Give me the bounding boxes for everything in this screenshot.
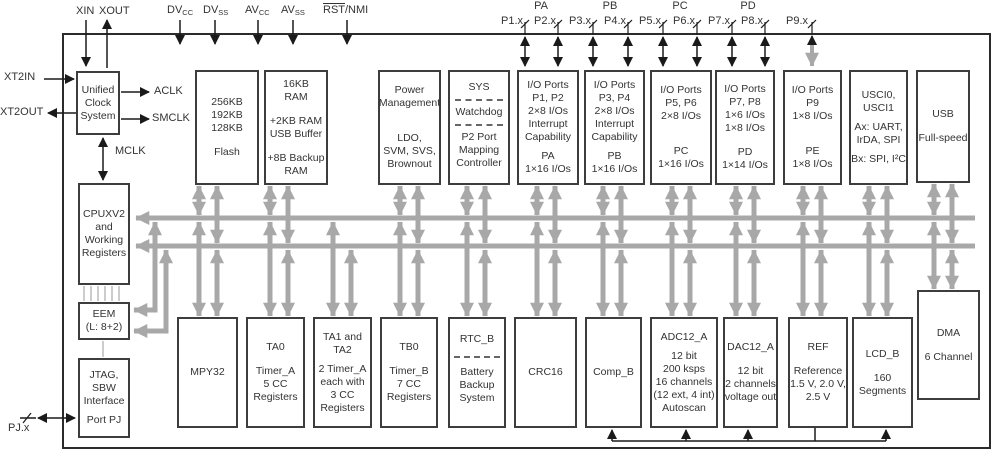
signal-label-smclk: SMCLK [152, 112, 190, 124]
block-ram: 16KB RAM +2KB RAM USB Buffer +8B Backup … [264, 70, 328, 185]
port-group-pb: PB [602, 0, 618, 12]
block-mpy32: MPY32 [177, 317, 238, 428]
block-sys-watchdog-portmap: SYS Watchdog P2 Port Mapping Controller [448, 70, 510, 185]
pin-label-p4x: P4.x [603, 15, 626, 27]
block-ref: REF Reference 1.5 V, 2.0 V, 2.5 V [788, 317, 848, 428]
pin-label-p3x: P3.x [568, 15, 591, 27]
block-ta1-ta2: TA1 and TA2 2 Timer_A each with 3 CC Reg… [313, 317, 372, 428]
pin-label-avss: AVSS [281, 4, 305, 17]
block-ta0: TA0 Timer_A 5 CC Registers [246, 317, 305, 428]
block-io-ports-p5-p6: I/O Ports P5, P6 2×8 I/Os PC 1×16 I/Os [650, 70, 712, 185]
block-rtc-b: RTC_B Battery Backup System [448, 317, 506, 428]
pin-label-p7x: P7.x [707, 15, 730, 27]
block-cpu: CPUXV2 and Working Registers [78, 183, 130, 285]
pin-label-p5x: P5.x [638, 15, 661, 27]
divider [454, 124, 504, 126]
pin-label-dvss: DVSS [203, 4, 229, 17]
pin-label-xt2in: XT2IN [4, 71, 36, 83]
pin-label-xin: XIN [76, 5, 95, 17]
pin-label-p9x: P9.x [785, 15, 808, 27]
block-usb: USB Full-speed [916, 70, 970, 183]
pin-label-p2x: P2.x [533, 15, 556, 27]
block-io-ports-p3-p4: I/O Ports P3, P4 2×8 I/Os Interrupt Capa… [584, 70, 645, 185]
block-io-ports-p9: I/O Ports P9 1×8 I/Os PE 1×8 I/Os [783, 70, 842, 185]
pin-label-pjx: PJ.x [8, 422, 30, 434]
pin-label-p1x: P1.x [500, 15, 523, 27]
block-flash: 256KB 192KB 128KB Flash [195, 70, 259, 185]
block-io-ports-p7-p8: I/O Ports P7, P8 1×6 I/Os 1×8 I/Os PD 1×… [715, 70, 775, 185]
pin-label-p6x: P6.x [672, 15, 695, 27]
block-tb0: TB0 Timer_B 7 CC Registers [380, 317, 438, 428]
port-group-pd: PD [740, 0, 756, 12]
pin-label-dvcc: DVCC [167, 4, 194, 17]
block-comp-b: Comp_B [585, 317, 642, 428]
pin-label-xout: XOUT [99, 5, 130, 17]
pin-label-avcc: AVCC [245, 4, 270, 17]
block-dac12-a: DAC12_A 12 bit 2 channels voltage out [723, 317, 778, 428]
port-group-pa: PA [534, 0, 548, 12]
divider [454, 99, 504, 101]
block-usci: USCI0, USCI1 Ax: UART, IrDA, SPI Bx: SPI… [849, 70, 908, 185]
pin-label-rst-nmi: RST/NMI [323, 4, 369, 16]
pin-label-xt2out: XT2OUT [0, 106, 44, 118]
block-eem: EEM (L: 8+2) [78, 302, 130, 340]
block-dma: DMA 6 Channel [917, 290, 980, 400]
pin-label-p8x: P8.x [740, 15, 763, 27]
block-adc12-a: ADC12_A 12 bit 200 ksps 16 channels (12 … [650, 317, 718, 428]
block-jtag: JTAG, SBW Interface Port PJ [78, 358, 130, 438]
port-group-pc: PC [672, 0, 688, 12]
chip-boundary [62, 33, 991, 449]
signal-label-aclk: ACLK [154, 85, 183, 97]
block-lcd-b: LCD_B 160 Segments [852, 317, 913, 428]
divider [454, 356, 500, 358]
block-power-management: Power Management LDO, SVM, SVS, Brownout [378, 70, 441, 185]
block-unified-clock-system: Unified Clock System [76, 71, 120, 135]
signal-label-mclk: MCLK [115, 145, 146, 157]
block-io-ports-p1-p2: I/O Ports P1, P2 2×8 I/Os Interrupt Capa… [517, 70, 579, 185]
block-crc16: CRC16 [514, 317, 577, 428]
